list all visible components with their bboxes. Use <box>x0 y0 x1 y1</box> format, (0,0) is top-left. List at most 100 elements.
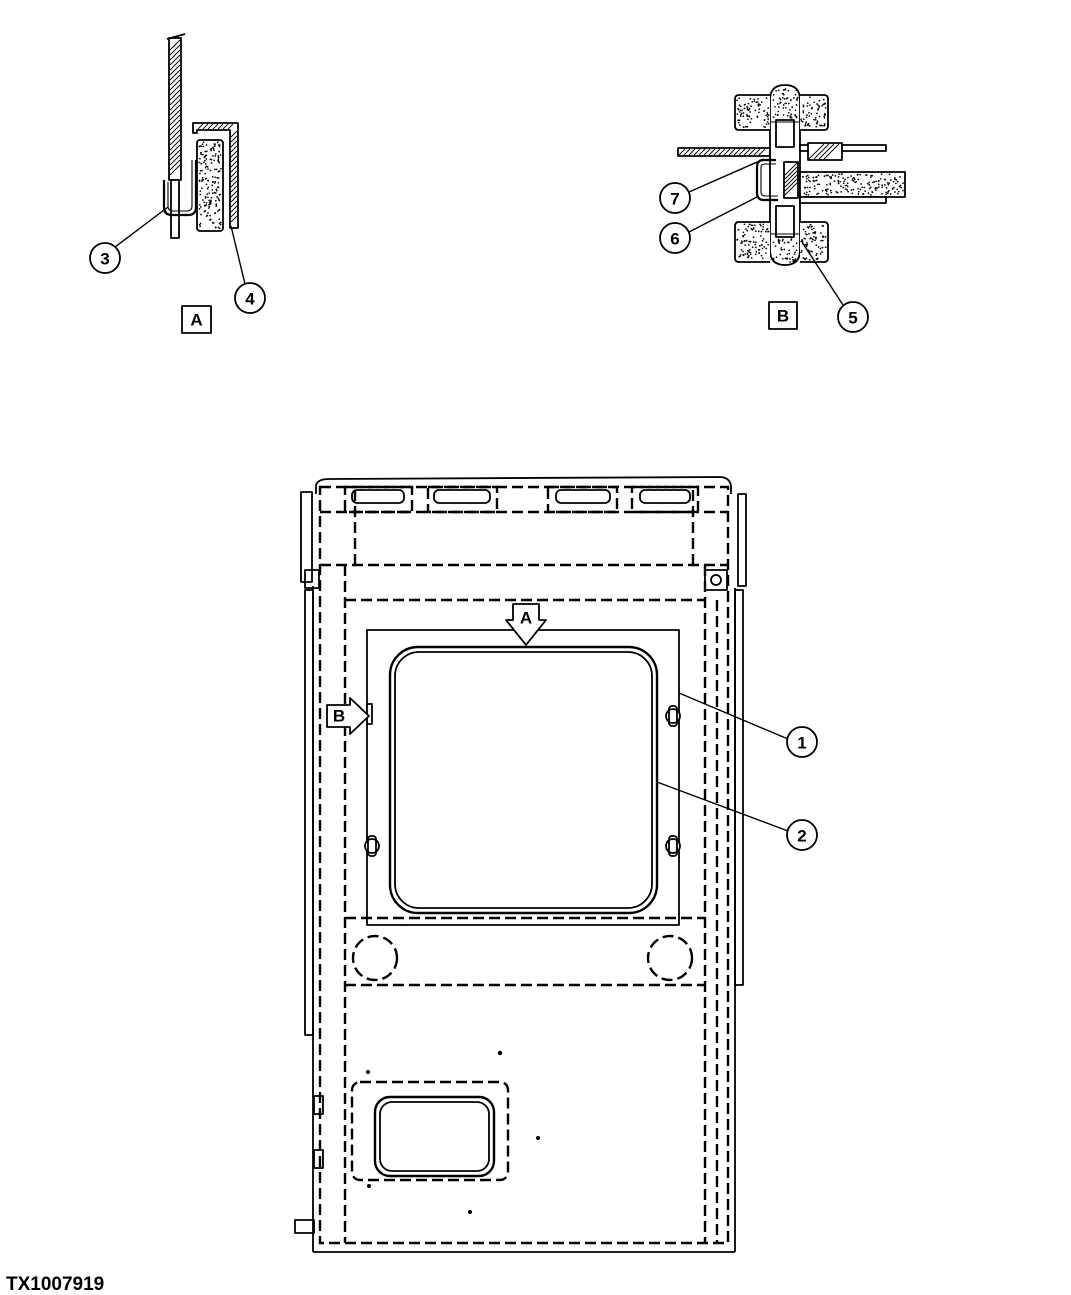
callout-5-circle <box>837 301 869 333</box>
stipple-dot <box>746 106 749 109</box>
callout-6: 6 <box>670 230 679 249</box>
stipple-dot <box>824 236 827 238</box>
stipple-dot <box>204 159 206 162</box>
stipple-dot <box>737 119 740 121</box>
callout-2: 2 <box>797 827 806 846</box>
stipple-dot <box>211 192 214 194</box>
stipple-dot <box>755 241 757 244</box>
stipple-dot <box>880 173 883 176</box>
leader-4 <box>230 225 246 285</box>
front-vent-2 <box>433 489 491 504</box>
stipple-dot <box>793 253 796 255</box>
latch-base <box>367 835 377 857</box>
stipple-dot <box>857 188 859 190</box>
stipple-dot <box>214 226 217 229</box>
stipple-dot <box>746 256 749 259</box>
stipple-dot <box>795 115 798 118</box>
detail-b-label: B <box>777 307 789 326</box>
hatch-line <box>230 175 238 183</box>
stipple-dot <box>846 182 849 185</box>
stipple-dot <box>218 218 221 221</box>
stipple-dot <box>850 175 852 177</box>
left-side-latch-upper <box>313 1095 324 1115</box>
stipple-dot <box>206 187 209 190</box>
stipple-dot <box>219 221 222 224</box>
stipple-dot <box>786 257 789 260</box>
stipple-dot <box>761 257 764 259</box>
right-drip-rail-upper <box>737 493 747 587</box>
stipple-dot <box>218 150 220 153</box>
stipple-dot <box>891 188 894 190</box>
stipple-dot <box>817 174 820 177</box>
stipple-dot <box>790 238 793 240</box>
stipple-dot <box>802 118 805 120</box>
stipple-dot <box>757 98 759 100</box>
window-latch-upper-right <box>665 705 681 727</box>
stipple-dot <box>750 257 753 259</box>
stipple-dot <box>202 141 205 144</box>
stipple-dot <box>895 182 897 185</box>
stipple-dot <box>739 255 741 258</box>
stipple-dot <box>865 174 868 176</box>
stipple-dot <box>796 96 799 99</box>
stipple-dot <box>207 168 209 171</box>
hatch-line <box>169 149 181 161</box>
stipple-dot <box>748 107 751 110</box>
fastener-dot <box>536 1136 540 1140</box>
stipple-dot <box>772 241 775 244</box>
stipple-dot <box>756 101 759 103</box>
stipple-dot <box>781 240 784 242</box>
stipple-dot <box>795 249 798 252</box>
stipple-dot <box>888 173 891 176</box>
rear-hatch-frame-hidden <box>350 1080 510 1182</box>
stipple-dot <box>784 106 787 109</box>
stipple-dot <box>763 125 765 128</box>
stipple-dot <box>811 240 813 243</box>
stipple-dot <box>749 253 752 256</box>
stipple-dot <box>762 223 765 226</box>
stipple-dot <box>202 145 205 148</box>
hatch-line <box>207 123 214 130</box>
stipple-dot <box>837 179 840 182</box>
fastener-dot <box>366 1070 370 1074</box>
stipple-dot <box>207 212 209 214</box>
hatch-line <box>784 162 798 176</box>
stipple-dot <box>746 252 749 254</box>
stipple-dot <box>856 173 859 176</box>
stipple-dot <box>205 150 208 153</box>
stipple-dot <box>802 176 804 178</box>
hatch-line <box>708 148 716 156</box>
stipple-dot <box>815 254 818 257</box>
stipple-dot <box>210 196 213 199</box>
hatch-line <box>230 200 238 208</box>
stipple-dot <box>751 101 754 103</box>
hatch-line <box>713 148 721 156</box>
stipple-dot <box>804 230 807 233</box>
stipple-dot <box>199 190 202 193</box>
hatch-line <box>169 104 181 116</box>
stipple-dot <box>821 251 823 253</box>
detail-b-label-box <box>768 301 798 330</box>
hatch-line <box>169 144 181 156</box>
stipple-dot <box>210 162 213 164</box>
stipple-dot <box>754 109 757 112</box>
hatch-line <box>202 123 209 130</box>
front-slot-3-hidden <box>546 485 619 514</box>
stipple-dot <box>815 252 818 255</box>
stipple-dot <box>816 112 818 115</box>
stipple-dot <box>742 231 745 234</box>
stipple-dot <box>207 186 210 189</box>
upper-retainer-plate <box>799 144 887 152</box>
hatch-line <box>197 123 204 130</box>
stipple-dot <box>739 115 742 118</box>
stipple-dot <box>885 193 888 196</box>
hatch-line <box>169 89 181 101</box>
stipple-dot <box>805 191 808 194</box>
front-slot-4-hidden <box>630 485 700 514</box>
latch-base <box>668 705 678 727</box>
stipple-dot <box>737 121 740 124</box>
stipple-dot <box>806 233 808 236</box>
stipple-dot <box>199 169 202 172</box>
hatch-line <box>230 155 238 163</box>
stipple-dot <box>885 187 888 189</box>
